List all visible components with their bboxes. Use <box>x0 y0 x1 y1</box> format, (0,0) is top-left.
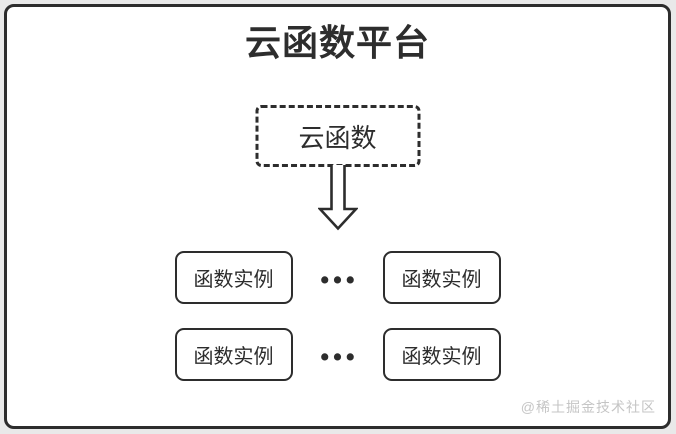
function-instance-label: 函数实例 <box>193 269 274 291</box>
function-instance-box: 函数实例 <box>382 328 501 381</box>
diagram-title: 云函数平台 <box>244 22 430 63</box>
instance-row: 函数实例 ••• 函数实例 <box>7 328 668 381</box>
ellipsis-dots: ••• <box>320 343 359 371</box>
function-instance-label: 函数实例 <box>401 269 482 291</box>
instance-row: 函数实例 ••• 函数实例 <box>7 251 668 304</box>
down-arrow-icon <box>317 165 358 231</box>
function-instance-label: 函数实例 <box>401 346 482 368</box>
function-instance-box: 函数实例 <box>382 251 501 304</box>
function-instance-label: 函数实例 <box>193 346 274 368</box>
ellipsis-dots: ••• <box>320 266 359 294</box>
watermark: @稀土掘金技术社区 <box>520 399 656 415</box>
cloud-function-box: 云函数 <box>255 105 420 167</box>
cloud-function-label: 云函数 <box>298 122 377 153</box>
diagram-frame: 云函数平台 云函数 函数实例 ••• 函数实例 函数实例 ••• 函数实例 @稀… <box>4 4 671 429</box>
function-instance-box: 函数实例 <box>174 328 293 381</box>
function-instance-box: 函数实例 <box>174 251 293 304</box>
